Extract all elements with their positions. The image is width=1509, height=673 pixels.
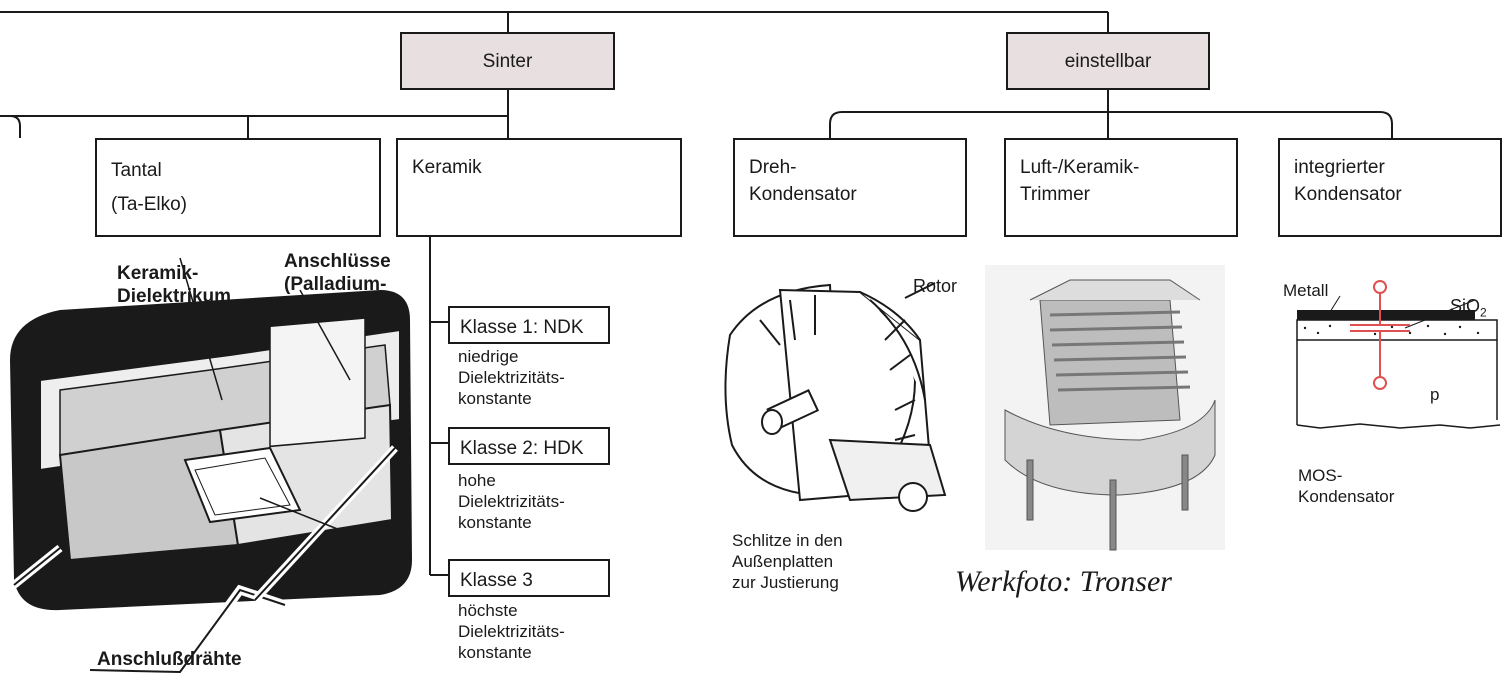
dreh-kondensator-box: Dreh- Kondensator (733, 138, 967, 237)
variable-capacitor-illustration (724, 282, 947, 512)
integrierter-kondensator-box: integrierter Kondensator (1278, 138, 1502, 237)
rotor-label: Rotor (913, 276, 958, 296)
keramik-dielektrikum-callout: Keramik- Dielektrikum (117, 263, 232, 307)
integrierter-kondensator-label: integrierter Kondensator (1294, 157, 1402, 205)
metallbelaege-callout: Metall- beläge (340, 534, 401, 578)
klasse-1-description: niedrige Dielektrizitäts- konstante (458, 347, 565, 408)
trimmer-photo (985, 265, 1225, 551)
klasse-2-description: hohe Dielektrizitäts- konstante (458, 471, 565, 532)
keramik-box: Keramik (396, 138, 682, 237)
sinter-label: Sinter (482, 50, 533, 72)
p-substrate-label: p (1430, 385, 1440, 404)
klasse-3-label: Klasse 3 (460, 570, 533, 591)
einstellbar-label: einstellbar (1064, 50, 1152, 72)
sio2-text: SiO (1450, 296, 1481, 316)
klasse-2-box: Klasse 2: HDK (448, 427, 610, 465)
luft-keramik-trimmer-label: Luft-/Keramik- Trimmer (1020, 157, 1140, 205)
anschlussdraehte-callout: Anschlußdrähte (97, 649, 242, 670)
einstellbar-box: einstellbar (1006, 32, 1210, 90)
keramik-label: Keramik (412, 157, 482, 178)
klasse-2-label: Klasse 2: HDK (460, 438, 584, 459)
klasse-3-box: Klasse 3 (448, 559, 610, 597)
sio2-label: SiO2 (1450, 275, 1487, 324)
anschluesse-callout: Anschlüsse (Palladium- Silber) (284, 251, 391, 318)
mos-kondensator-caption: MOS- Kondensator (1298, 466, 1395, 506)
sinter-box: Sinter (400, 32, 615, 90)
metall-label: Metall (1283, 281, 1329, 300)
ceramic-capacitor-illustration (10, 257, 412, 673)
werkfoto-credit: Werkfoto: Tronser (955, 565, 1172, 598)
dreh-kondensator-label: Dreh- Kondensator (749, 157, 857, 205)
klasse-1-label: Klasse 1: NDK (460, 317, 584, 338)
sio2-subscript: 2 (1480, 305, 1487, 320)
mos-capacitor-illustration (1296, 280, 1501, 429)
luft-keramik-trimmer-box: Luft-/Keramik- Trimmer (1004, 138, 1238, 237)
tantal-label: Tantal (Ta-Elko) (111, 160, 188, 215)
klasse-3-description: höchste Dielektrizitäts- konstante (458, 601, 565, 662)
klasse-1-box: Klasse 1: NDK (448, 306, 610, 344)
schlitze-caption: Schlitze in den Außenplatten zur Justier… (732, 531, 843, 592)
tantal-box: Tantal (Ta-Elko) (95, 138, 381, 237)
